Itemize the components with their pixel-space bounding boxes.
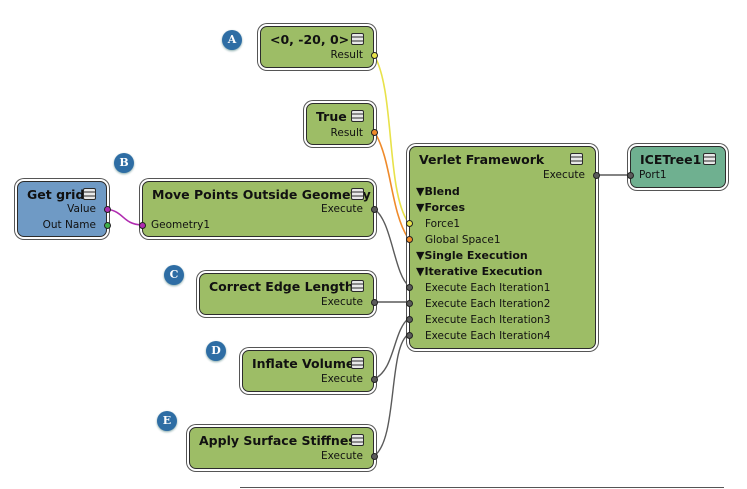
node-menu-icon[interactable] xyxy=(703,153,716,165)
port-force1-dot[interactable] xyxy=(406,220,413,227)
marker-d: D xyxy=(206,341,226,361)
node-menu-icon[interactable] xyxy=(83,188,96,200)
section-forces[interactable]: ▼Forces xyxy=(416,201,466,214)
port-execute-dot[interactable] xyxy=(371,376,378,383)
port-result-dot[interactable] xyxy=(371,129,378,136)
node-title: Correct Edge Lengths xyxy=(209,279,362,294)
port-execute-each-iteration2: Execute Each Iteration2 xyxy=(425,298,551,310)
marker-e: E xyxy=(157,411,177,431)
marker-c: C xyxy=(164,265,184,285)
port-iteration3-dot[interactable] xyxy=(406,316,413,323)
node-inflate-volume[interactable]: Inflate Volume Execute xyxy=(242,350,378,392)
node-title: Move Points Outside Geometry xyxy=(152,187,371,202)
port-result-dot[interactable] xyxy=(371,52,378,59)
node-menu-icon[interactable] xyxy=(351,110,364,122)
marker-a: A xyxy=(222,30,242,50)
node-vector-constant[interactable]: <0, -20, 0> Result xyxy=(260,26,378,68)
node-boolean-true[interactable]: True Result xyxy=(306,103,378,145)
divider-line xyxy=(240,487,724,488)
port-value-dot[interactable] xyxy=(104,206,111,213)
port-port1-dot[interactable] xyxy=(627,172,634,179)
wire-getgrid-to-geometry[interactable] xyxy=(106,208,143,226)
node-title: Verlet Framework xyxy=(419,152,545,167)
node-menu-icon[interactable] xyxy=(351,280,364,292)
port-execute: Execute xyxy=(321,296,363,308)
section-blend[interactable]: ▼Blend xyxy=(416,185,460,198)
port-execute-each-iteration4: Execute Each Iteration4 xyxy=(425,330,551,342)
port-execute: Execute xyxy=(543,169,585,181)
port-port1: Port1 xyxy=(639,169,667,181)
node-verlet-framework[interactable]: Verlet Framework Execute ▼Blend ▼Forces … xyxy=(406,146,600,349)
port-out-name-dot[interactable] xyxy=(104,222,111,229)
port-result: Result xyxy=(330,127,363,139)
node-menu-icon[interactable] xyxy=(351,434,364,446)
node-icetree[interactable]: ICETree1 Port1 xyxy=(627,146,726,188)
port-geometry1: Geometry1 xyxy=(151,219,211,231)
node-apply-surface-stiffness[interactable]: Apply Surface Stiffness Execute xyxy=(189,427,378,469)
port-global-space1-dot[interactable] xyxy=(406,236,413,243)
node-correct-edge-lengths[interactable]: Correct Edge Lengths Execute xyxy=(199,273,378,315)
port-execute-dot[interactable] xyxy=(593,172,600,179)
marker-b: B xyxy=(114,153,134,173)
node-menu-icon[interactable] xyxy=(351,357,364,369)
port-geometry1-dot[interactable] xyxy=(139,222,146,229)
section-single-execution[interactable]: ▼Single Execution xyxy=(416,249,528,262)
wire-true-to-global-space[interactable] xyxy=(373,130,409,239)
port-force1: Force1 xyxy=(425,218,461,230)
node-move-points-outside-geometry[interactable]: Move Points Outside Geometry Execute Geo… xyxy=(139,181,378,237)
port-global-space1: Global Space1 xyxy=(425,234,501,246)
port-execute: Execute xyxy=(321,203,363,215)
node-title: <0, -20, 0> xyxy=(270,32,350,47)
node-menu-icon[interactable] xyxy=(570,153,583,165)
node-title: Inflate Volume xyxy=(252,356,355,371)
port-execute: Execute xyxy=(321,373,363,385)
node-title: Apply Surface Stiffness xyxy=(199,433,364,448)
node-menu-icon[interactable] xyxy=(351,33,364,45)
section-iterative-execution[interactable]: ▼Iterative Execution xyxy=(416,265,543,278)
port-execute-each-iteration1: Execute Each Iteration1 xyxy=(425,282,551,294)
node-title: Get grid xyxy=(27,187,85,202)
port-iteration2-dot[interactable] xyxy=(406,300,413,307)
port-execute: Execute xyxy=(321,450,363,462)
node-title: ICETree1 xyxy=(640,152,702,167)
port-execute-dot[interactable] xyxy=(371,299,378,306)
node-title: True xyxy=(316,109,347,124)
port-execute-dot[interactable] xyxy=(371,206,378,213)
port-iteration1-dot[interactable] xyxy=(406,284,413,291)
wire-vector-to-force1[interactable] xyxy=(373,54,409,223)
port-execute-each-iteration3: Execute Each Iteration3 xyxy=(425,314,551,326)
port-iteration4-dot[interactable] xyxy=(406,332,413,339)
node-menu-icon[interactable] xyxy=(351,188,364,200)
wire-move-points-to-iter1[interactable] xyxy=(373,208,410,287)
port-value: Value xyxy=(67,203,96,215)
wire-inflate-to-iter3[interactable] xyxy=(373,317,410,380)
port-result: Result xyxy=(330,49,363,61)
port-out-name: Out Name xyxy=(42,219,96,231)
port-execute-dot[interactable] xyxy=(371,453,378,460)
wire-surface-to-iter4[interactable] xyxy=(373,333,410,457)
node-get-grid[interactable]: Get grid Value Out Name xyxy=(17,181,111,237)
